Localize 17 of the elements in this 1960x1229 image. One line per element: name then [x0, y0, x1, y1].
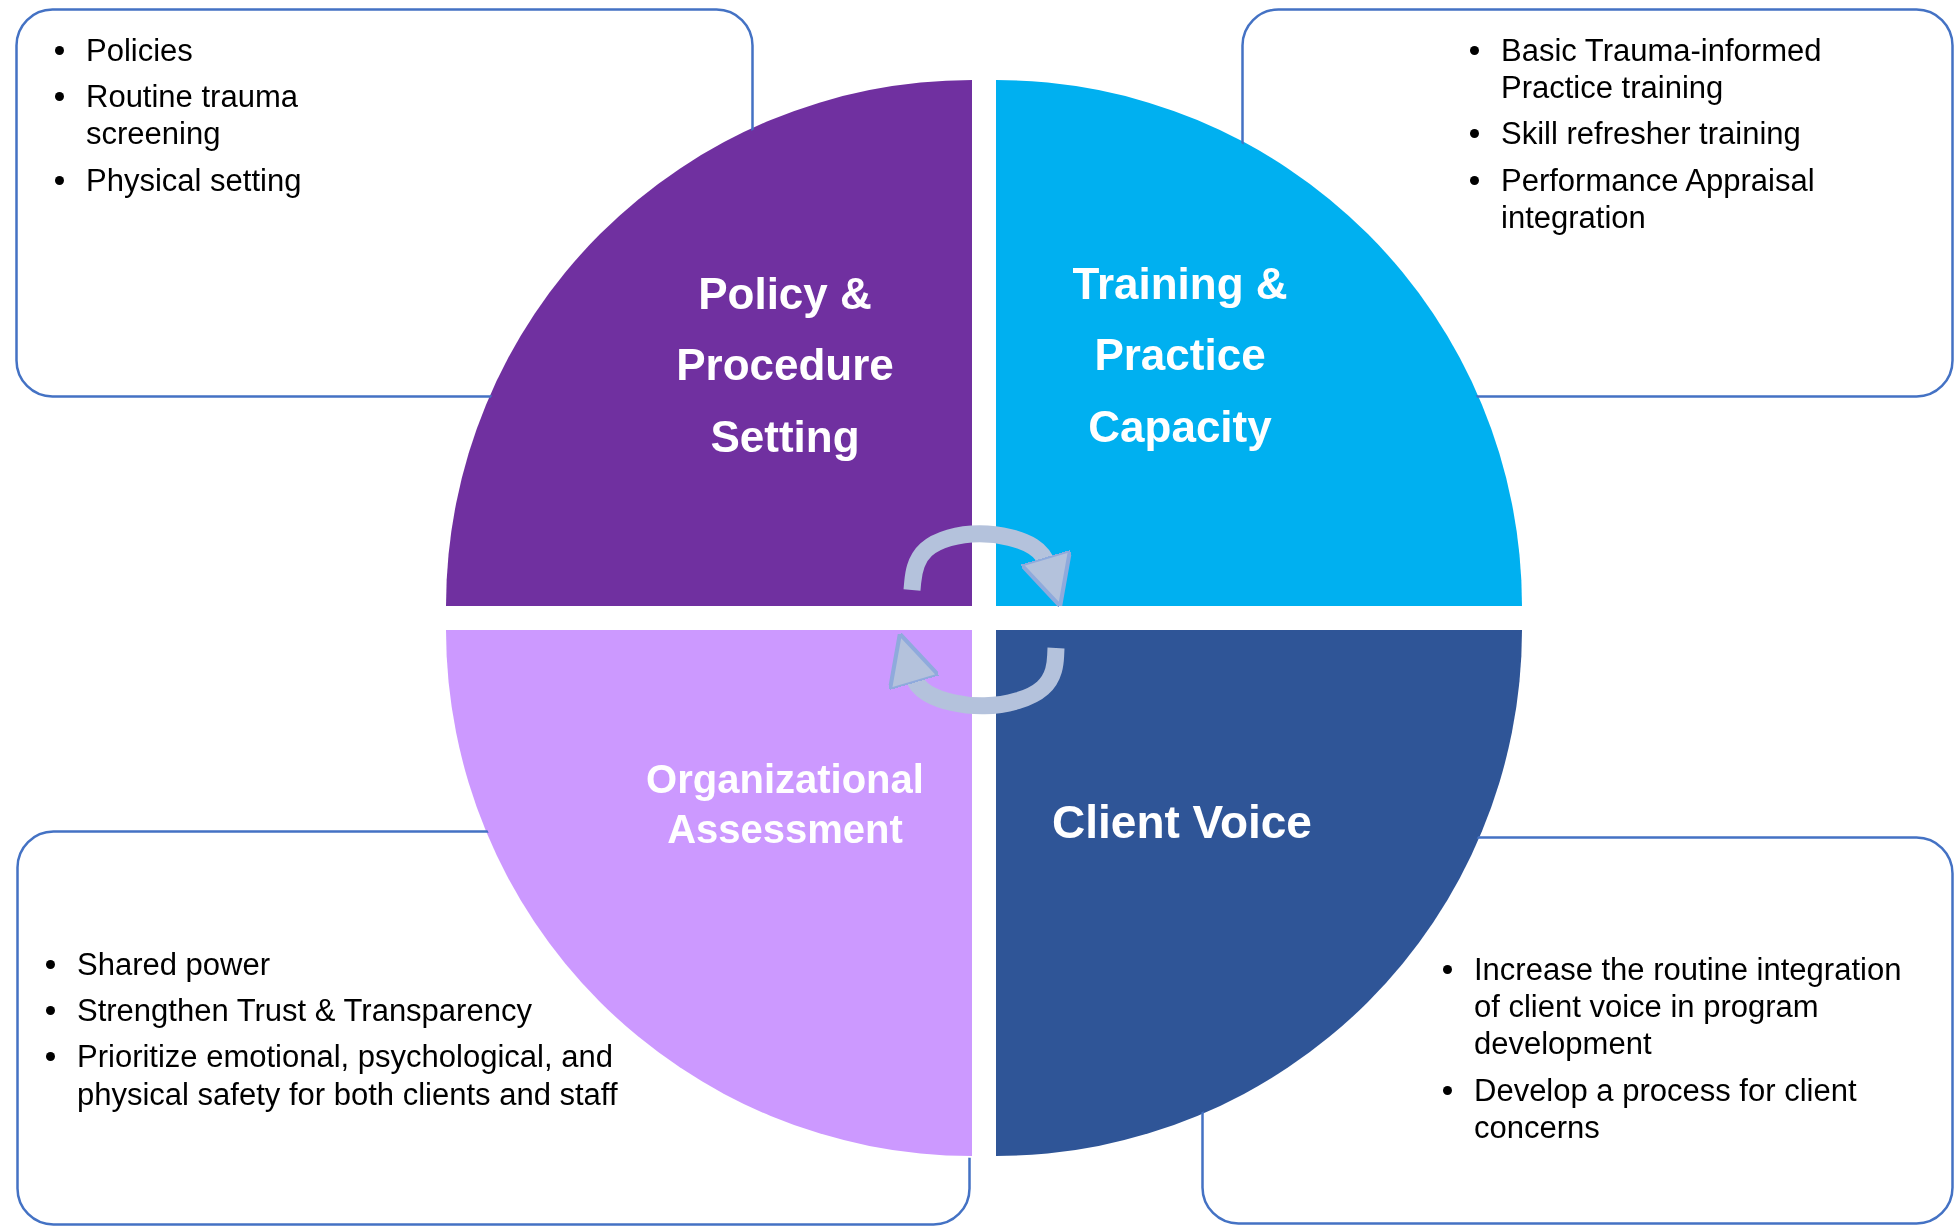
quadrant-title: Client Voice [1051, 795, 1313, 850]
bullet-item: Policies [86, 32, 193, 70]
bullet-item: Strengthen Trust & Transparency [77, 992, 532, 1030]
quadrant-title: Training & Practice Capacity [1071, 258, 1289, 453]
curved-arrow [903, 525, 1073, 609]
bullet-item: Shared power [77, 946, 270, 984]
bullet-item: Increase the routine integration of client voice in program development [1474, 951, 1903, 1063]
bullet-item: Basic Trauma-informed Practice training [1501, 32, 1823, 107]
bullet-item: Skill refresher training [1501, 115, 1801, 153]
bullet-item: Develop a process for client concerns [1474, 1071, 1858, 1146]
bullet-item: Prioritize emotional, psychological, and physical safety for both clients and staff [77, 1038, 619, 1113]
quadrant-title: Policy & Procedure Setting [675, 268, 895, 463]
curved-arrow [887, 631, 1065, 715]
bullet-item: Physical setting [86, 161, 302, 199]
bullet-item: Routine trauma screening [86, 78, 299, 153]
bullet-item: Performance Appraisal integration [1501, 161, 1816, 236]
quadrant-title: Organizational Assessment [645, 756, 925, 853]
